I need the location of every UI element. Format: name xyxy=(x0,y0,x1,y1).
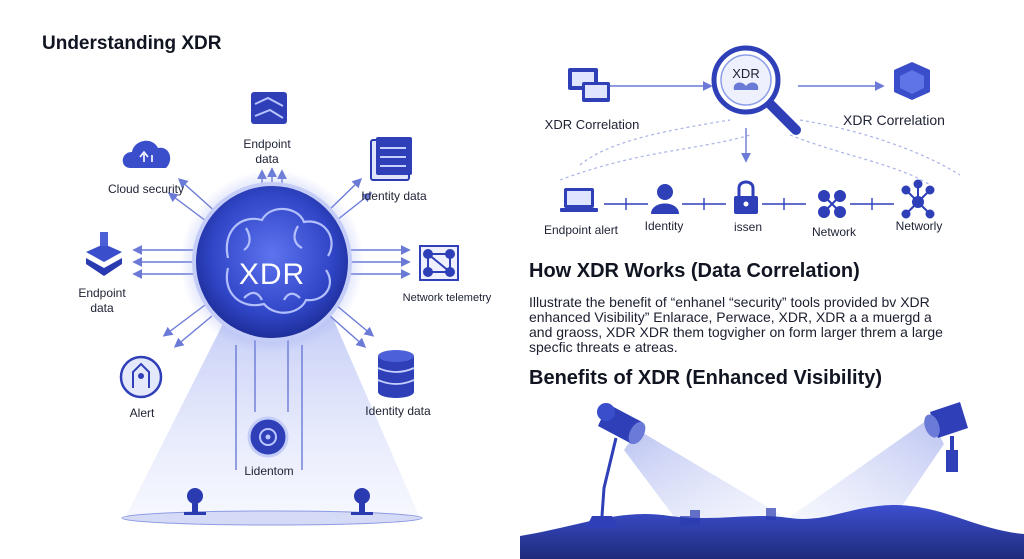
spotlight-large-right-icon xyxy=(924,402,968,472)
spotlight-illustration xyxy=(520,402,1024,559)
bottom-node-label: Lidentom xyxy=(244,464,294,478)
floor-ellipse xyxy=(121,510,423,526)
puzzle-icon xyxy=(894,62,930,100)
spotlight-left-icon xyxy=(184,488,206,515)
how-xdr-works-paragraph: Illustrate the benefit of “enhanel “secu… xyxy=(529,295,943,355)
chain-endpoint-alert-label: Endpoint alert xyxy=(543,223,619,237)
endpoint-data-left-label: Endpoint data xyxy=(78,286,126,315)
paragraph-line-3: and graoss, XDR XDR them togvigher on fo… xyxy=(529,324,943,340)
network-hub-icon xyxy=(901,179,935,219)
laptop-icon xyxy=(560,188,598,212)
chain-network-label: Network xyxy=(811,225,856,239)
alert-label: Alert xyxy=(129,406,155,420)
chain-identity-label: Identity xyxy=(644,219,684,233)
spotlight-right-icon xyxy=(351,488,373,515)
xdr-correlation-diagram xyxy=(559,45,961,219)
benefits-heading: Benefits of XDR (Enhanced Visibility) xyxy=(529,367,883,389)
magnifier-icon xyxy=(711,45,801,135)
network-telemetry-label: Network telemetry xyxy=(402,292,492,304)
fingerprint-node-icon xyxy=(247,416,289,458)
paragraph-line-4: specfic threats e atreas. xyxy=(529,339,678,355)
how-xdr-works-heading: How XDR Works (Data Correlation) xyxy=(529,260,860,282)
xdr-hub-diagram xyxy=(86,92,459,526)
network-telemetry-icon xyxy=(419,245,459,281)
user-icon xyxy=(651,184,679,214)
xdr-hub-label: XDR xyxy=(238,258,306,291)
xdr-correlation-right-label: XDR Correlation xyxy=(843,112,945,128)
identity-data-bottom-label: Identity data xyxy=(365,404,431,418)
server-rack-icon xyxy=(370,137,412,181)
paragraph-line-2: enhanced Visibility” Enlarace, Perwace, … xyxy=(529,309,932,325)
endpoint-data-top-label: Endpoint data xyxy=(243,137,291,166)
page-title: Understanding XDR xyxy=(42,33,222,54)
lock-icon xyxy=(734,180,758,214)
download-shield-icon xyxy=(86,232,122,276)
chain-networly-label: Networly xyxy=(895,219,943,233)
cloud-icon xyxy=(122,140,171,168)
light-beam xyxy=(125,300,420,518)
alert-icon xyxy=(119,355,163,399)
database-icon xyxy=(377,350,415,398)
network-cube-icon xyxy=(251,92,287,124)
xdr-correlation-left-label: XDR Correlation xyxy=(544,117,640,132)
identity-data-top-label: Identity data xyxy=(361,189,427,203)
paragraph-line-1: Illustrate the benefit of “enhanel “secu… xyxy=(529,294,930,310)
cloud-security-label: Cloud security xyxy=(107,182,185,196)
monitors-icon xyxy=(568,68,610,102)
chain-issen-label: issen xyxy=(733,220,762,234)
spotlight-large-left-icon xyxy=(586,403,646,528)
magnifier-xdr-label: XDR xyxy=(732,66,760,81)
network-icon xyxy=(818,190,846,218)
